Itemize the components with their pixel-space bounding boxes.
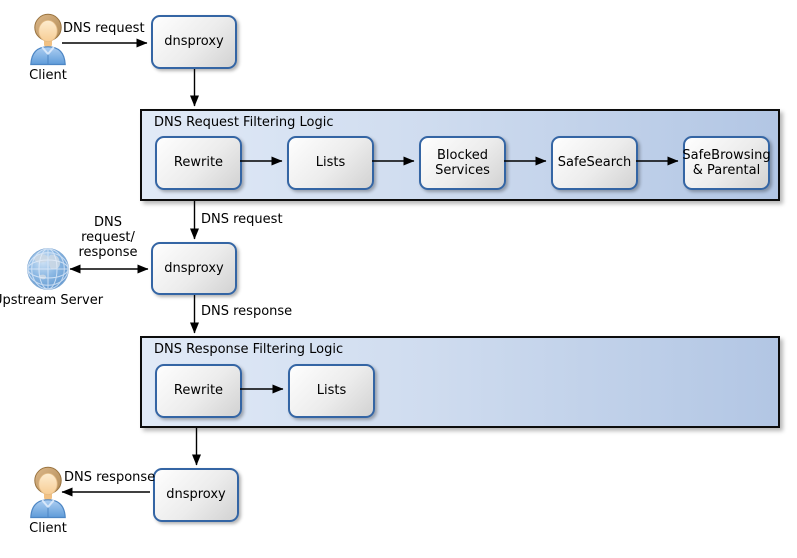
step-blocked-services: Blocked Services	[419, 136, 506, 190]
node-dnsproxy-top: dnsproxy	[151, 15, 237, 69]
step-rewrite-request: Rewrite	[155, 136, 242, 190]
step-lists-response: Lists	[288, 364, 375, 418]
actor-upstream-server: Upstream Server	[0, 247, 103, 308]
label-dns-response-middle: DNS response	[201, 304, 293, 319]
step-safesearch: SafeSearch	[551, 136, 638, 190]
step-rewrite-response: Rewrite	[155, 364, 242, 418]
upstream-server-label: Upstream Server	[0, 293, 104, 308]
group-dns-response-filtering: DNS Response Filtering Logic Rewrite Lis…	[140, 336, 780, 428]
step-safebrowsing-parental: SafeBrowsing & Parental	[682, 136, 771, 190]
group-dns-request-filtering: DNS Request Filtering Logic Rewrite List…	[140, 109, 780, 201]
step-lists-request: Lists	[287, 136, 374, 190]
dnsproxy-middle-label: dnsproxy	[164, 260, 224, 276]
client-bottom-label: Client	[29, 521, 67, 536]
person-icon	[30, 466, 66, 519]
request-group-title: DNS Request Filtering Logic	[154, 115, 334, 130]
label-dns-request-response: DNS request/ response	[78, 215, 138, 260]
globe-icon	[27, 248, 69, 290]
label-dns-request-middle: DNS request	[201, 212, 283, 227]
person-icon	[30, 13, 66, 66]
dnsproxy-top-label: dnsproxy	[164, 34, 224, 50]
actor-client-top: Client	[24, 13, 72, 83]
client-top-label: Client	[29, 68, 67, 83]
dnsproxy-bottom-label: dnsproxy	[166, 487, 226, 503]
node-dnsproxy-bottom: dnsproxy	[153, 468, 239, 522]
actor-client-bottom: Client	[24, 466, 72, 536]
node-dnsproxy-middle: dnsproxy	[151, 242, 237, 295]
label-dns-request-top: DNS request	[63, 21, 145, 36]
response-group-title: DNS Response Filtering Logic	[154, 342, 344, 357]
label-dns-response-bottom: DNS response	[64, 470, 156, 485]
